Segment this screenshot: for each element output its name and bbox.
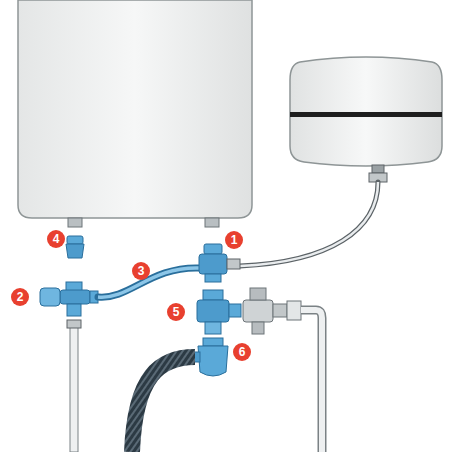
fitting-1-port — [227, 259, 240, 269]
hot-outlet — [68, 218, 82, 227]
vessel-hose-light — [240, 182, 378, 266]
mixing-valve — [243, 300, 273, 322]
cold-inlet — [205, 218, 219, 227]
mixing-valve-bottom — [252, 322, 264, 334]
valve-5-drain — [205, 322, 221, 334]
vessel-band — [290, 112, 442, 117]
callout-number: 6 — [233, 343, 251, 361]
fitting-4 — [67, 236, 83, 244]
callout-number: 1 — [225, 231, 243, 249]
pipe-nut — [287, 301, 301, 320]
fitting-1-body — [199, 254, 227, 274]
callout-number: 4 — [47, 230, 65, 248]
mixing-valve-port — [273, 304, 287, 317]
hot-pipe — [70, 322, 78, 452]
cold-pipe-outline — [301, 310, 322, 452]
valve-2-body — [60, 290, 90, 304]
callout-number: 5 — [167, 303, 185, 321]
valve-5-body — [197, 300, 229, 322]
vessel-hose — [240, 182, 378, 266]
mixing-valve-top — [250, 288, 266, 300]
fitting-1-bottom — [205, 274, 221, 282]
fitting-1-top — [204, 244, 222, 254]
siphon-6-top — [203, 338, 223, 346]
hot-pipe-nut — [67, 320, 81, 328]
drain-hose — [132, 357, 195, 452]
valve-5-port — [229, 304, 241, 317]
fitting-4-body — [66, 244, 84, 258]
callout-number: 3 — [132, 262, 150, 280]
siphon-6-body — [198, 346, 228, 376]
cold-pipe — [301, 310, 322, 452]
valve-2-bottom — [67, 304, 81, 316]
water-heater-tank — [18, 0, 252, 218]
valve-5-top — [203, 290, 223, 300]
vessel-nipple — [372, 165, 384, 173]
expansion-vessel — [290, 57, 442, 166]
callout-number: 2 — [11, 288, 29, 306]
valve-2-handle — [40, 288, 60, 306]
